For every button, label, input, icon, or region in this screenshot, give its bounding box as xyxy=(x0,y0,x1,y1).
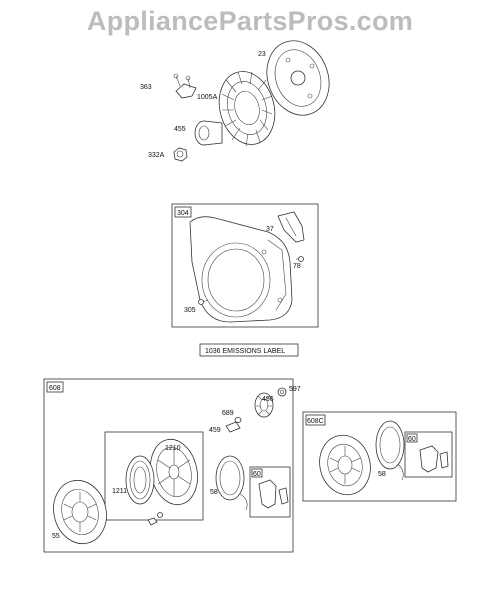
label-455: 455 xyxy=(174,126,186,133)
label-37: 37 xyxy=(266,226,274,233)
rope-part-58[interactable] xyxy=(215,455,248,511)
screws-small[interactable] xyxy=(147,512,163,526)
nut-part-332a[interactable] xyxy=(173,147,188,162)
label-55: 55 xyxy=(52,533,60,540)
label-304: 304 xyxy=(177,210,189,217)
housing-part-608c[interactable] xyxy=(313,430,377,501)
tag-60-a xyxy=(251,468,263,478)
box-608c xyxy=(302,411,457,502)
flywheel-part-23[interactable] xyxy=(257,32,339,124)
tag-304 xyxy=(174,206,192,218)
box-60-a xyxy=(249,466,291,518)
label-363: 363 xyxy=(140,84,152,91)
label-1005a: 1005A xyxy=(197,94,218,101)
label-689: 689 xyxy=(222,410,234,417)
label-58-b: 58 xyxy=(378,471,386,478)
label-459: 459 xyxy=(209,427,221,434)
screw-part-305[interactable] xyxy=(198,299,209,305)
tag-608c xyxy=(305,414,326,426)
blower-housing-part-304[interactable] xyxy=(189,216,293,323)
screen-part-37[interactable] xyxy=(277,211,305,243)
tag-608 xyxy=(46,381,64,393)
tag-60-b xyxy=(406,433,418,443)
label-456: 456 xyxy=(262,396,274,403)
label-1210: 1210 xyxy=(165,445,181,452)
label-597: 597 xyxy=(289,386,301,393)
label-332a: 332A xyxy=(148,152,165,159)
box-608 xyxy=(43,378,294,553)
label-60-b: 60 xyxy=(408,436,416,443)
label-23: 23 xyxy=(258,51,266,58)
handle-part-60-a[interactable] xyxy=(258,479,289,509)
label-1211: 1211 xyxy=(112,488,127,495)
rope-part-58-b[interactable] xyxy=(375,420,405,481)
spring-part-689[interactable] xyxy=(234,417,242,423)
emissions-label-box xyxy=(199,343,299,357)
box-60-b xyxy=(404,431,453,478)
label-78: 78 xyxy=(293,263,301,270)
bracket-part-363[interactable] xyxy=(173,73,197,99)
emissions-label-text[interactable]: 1036 EMISSIONS LABEL xyxy=(205,348,285,355)
pawl-part-459[interactable] xyxy=(225,421,241,433)
spring-part-1211[interactable] xyxy=(125,455,155,505)
handle-part-60-b[interactable] xyxy=(419,445,449,473)
label-60-a: 60 xyxy=(253,471,261,478)
label-608c: 608C xyxy=(307,418,324,425)
label-608: 608 xyxy=(49,385,61,392)
housing-part-55[interactable] xyxy=(47,474,114,549)
screw-part-78[interactable] xyxy=(296,256,304,262)
retainer-part-597[interactable] xyxy=(277,387,287,397)
box-304 xyxy=(171,203,319,328)
label-58-a: 58 xyxy=(210,489,218,496)
watermark-text: AppliancePartsPros.com xyxy=(86,6,414,36)
ratchet-part-456[interactable] xyxy=(254,392,274,418)
fan-part-1005a[interactable] xyxy=(211,65,282,150)
label-305: 305 xyxy=(184,307,196,314)
clutch-part-455[interactable] xyxy=(194,120,223,146)
